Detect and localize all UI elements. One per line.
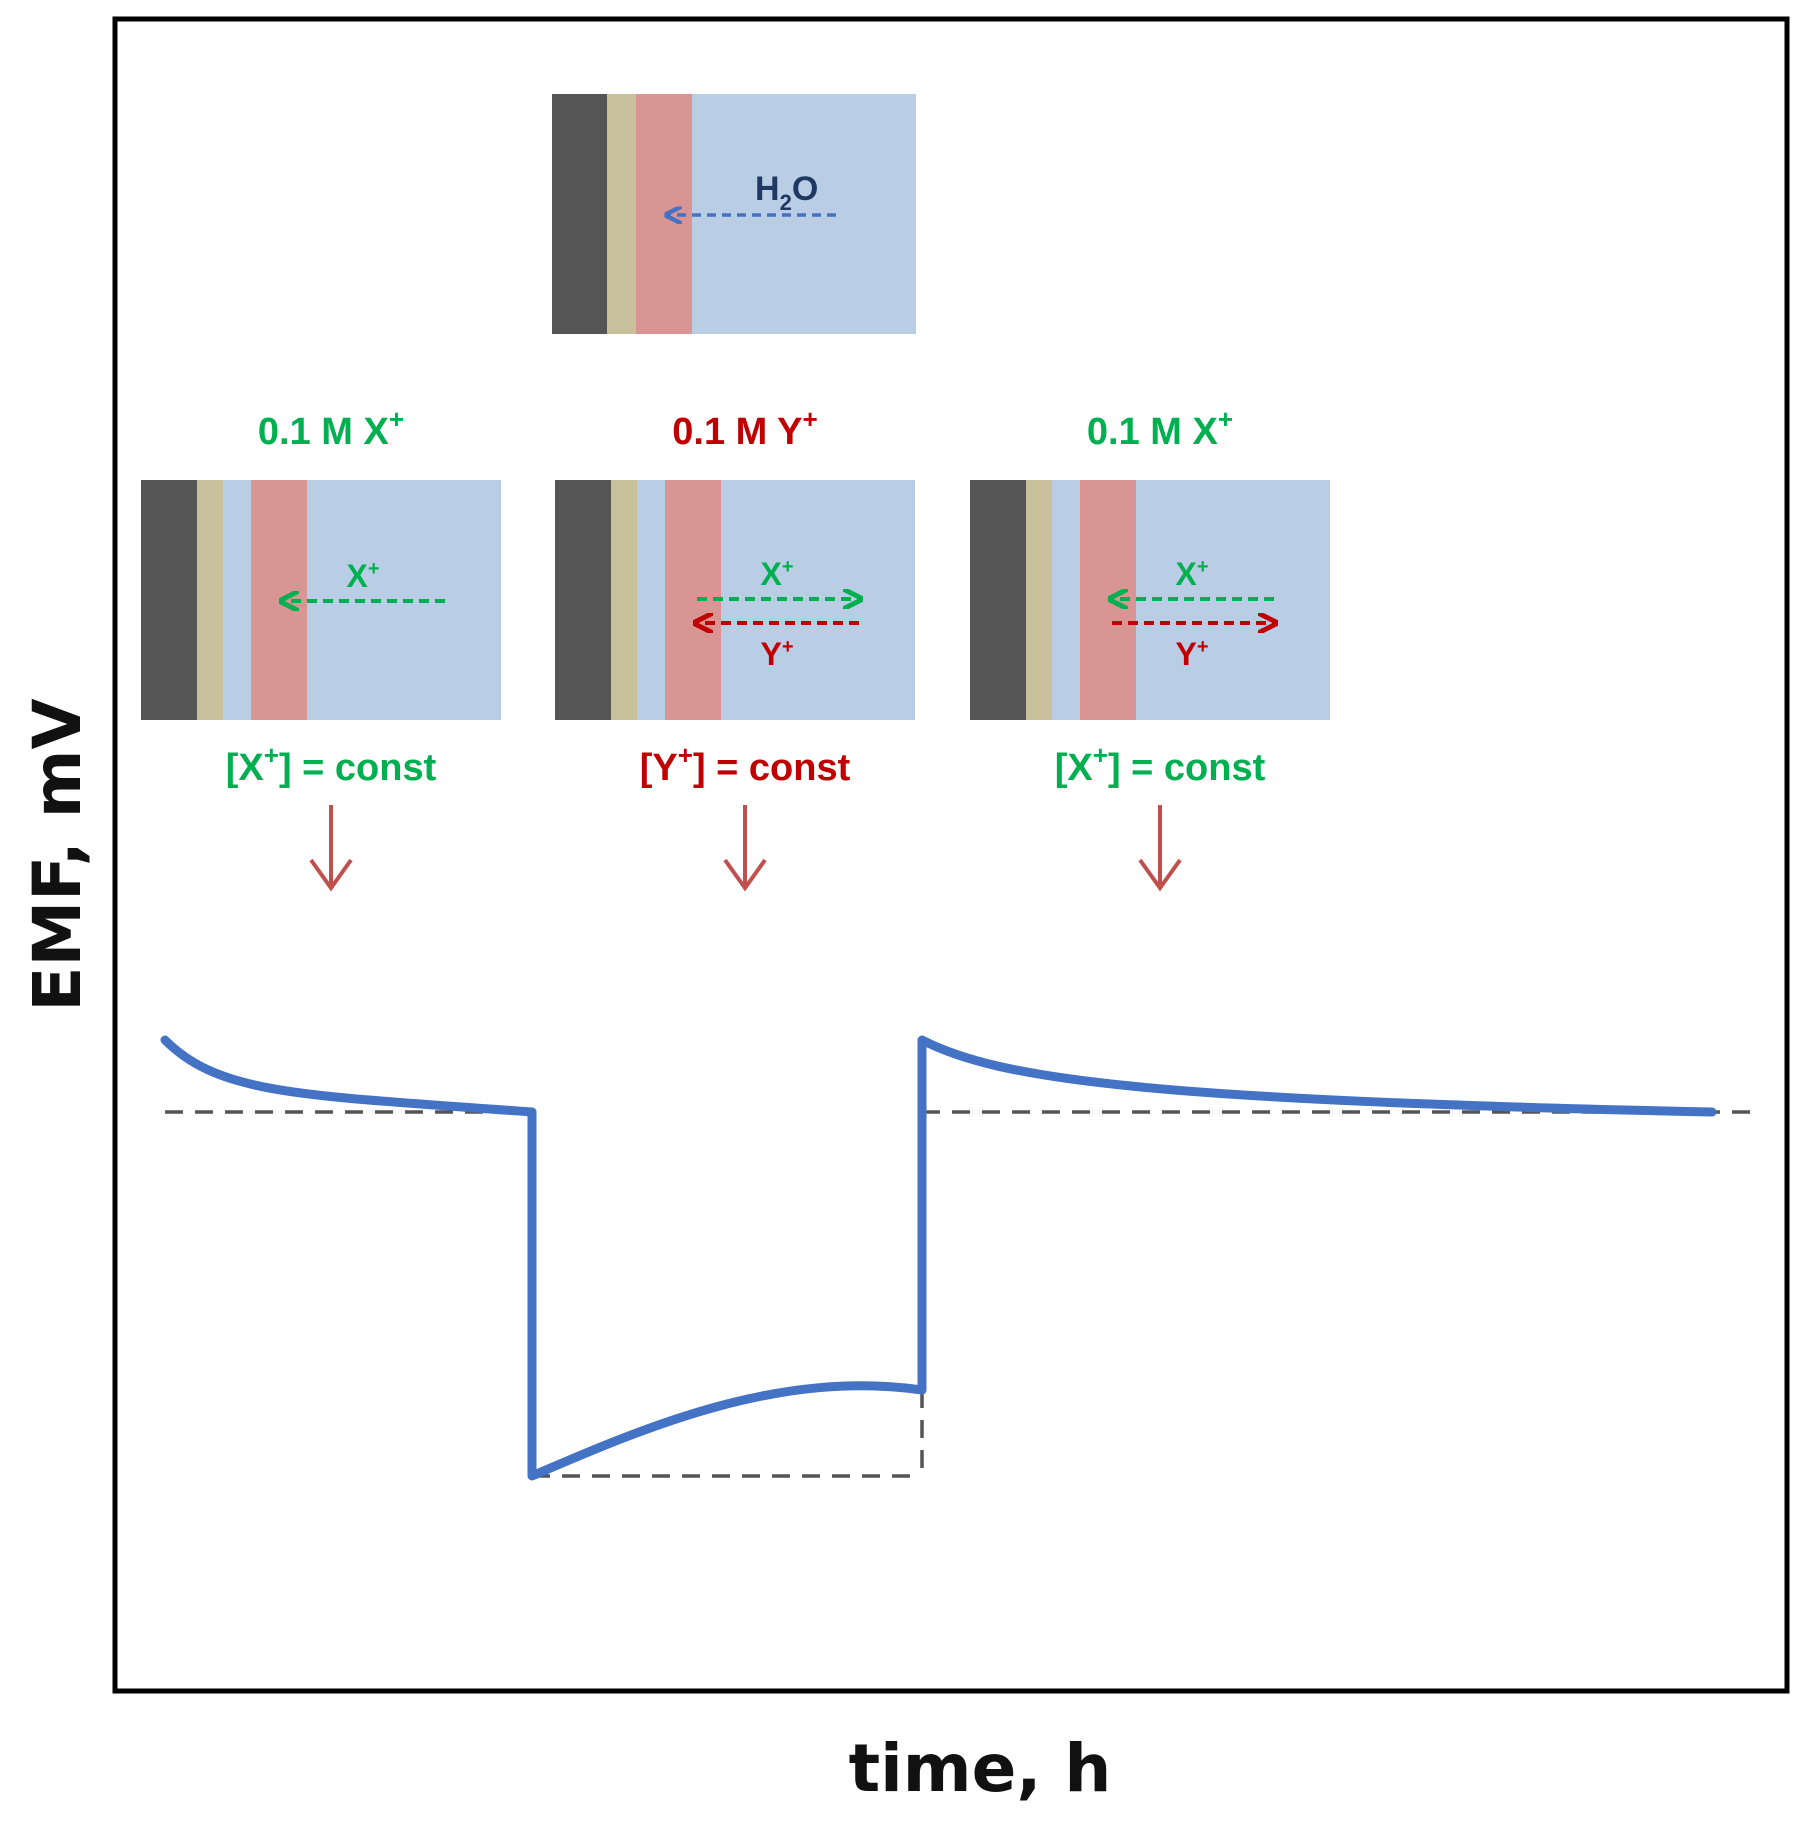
x-axis-label: time, h — [849, 1730, 1112, 1807]
stage-panels: 0.1 M X+ X+ [X+] = const 0.1 M Y+ X+ Y+ [Y+] =… — [141, 404, 1330, 892]
y-axis-label: EMF, mV — [19, 698, 96, 1011]
emf-response-curve — [160, 1035, 1717, 1481]
stage-panel-1: 0.1 M X+ X+ [X+] = const — [141, 404, 501, 892]
water-uptake-panel: H2O — [552, 94, 916, 334]
ion-label: X+ — [1175, 556, 1208, 592]
water-layer — [1052, 480, 1080, 720]
electrode-layer — [141, 480, 197, 720]
intermediate-layer — [197, 480, 223, 720]
stage-title: 0.1 M X+ — [258, 404, 404, 453]
stage-title: 0.1 M Y+ — [672, 404, 817, 453]
water-layer — [637, 480, 665, 720]
condition-label: [X+] = const — [226, 740, 437, 789]
pointer-arrowhead — [1138, 858, 1182, 892]
water-layer — [223, 480, 251, 720]
ion-label: Y+ — [1175, 636, 1208, 672]
membrane-layer — [665, 480, 721, 720]
stage-panel-2: 0.1 M Y+ X+ Y+ [Y+] = const — [555, 404, 915, 892]
intermediate-layer — [607, 94, 636, 334]
water-label: H2O — [755, 170, 818, 215]
electrode-layer — [555, 480, 611, 720]
electrode-layer — [552, 94, 607, 334]
plot-frame — [112, 16, 1790, 1694]
condition-label: [X+] = const — [1055, 740, 1266, 789]
ion-label: X+ — [346, 558, 379, 594]
intermediate-layer — [611, 480, 637, 720]
ion-label: X+ — [760, 556, 793, 592]
stage-title: 0.1 M X+ — [1087, 404, 1233, 453]
pointer-arrowhead — [723, 858, 767, 892]
intermediate-layer — [1026, 480, 1052, 720]
ion-label: Y+ — [760, 636, 793, 672]
condition-label: [Y+] = const — [640, 740, 851, 789]
pointer-arrowhead — [309, 858, 353, 892]
electrode-layer — [970, 480, 1026, 720]
stage-panel-3: 0.1 M X+ X+ Y+ [X+] = const — [970, 404, 1330, 892]
